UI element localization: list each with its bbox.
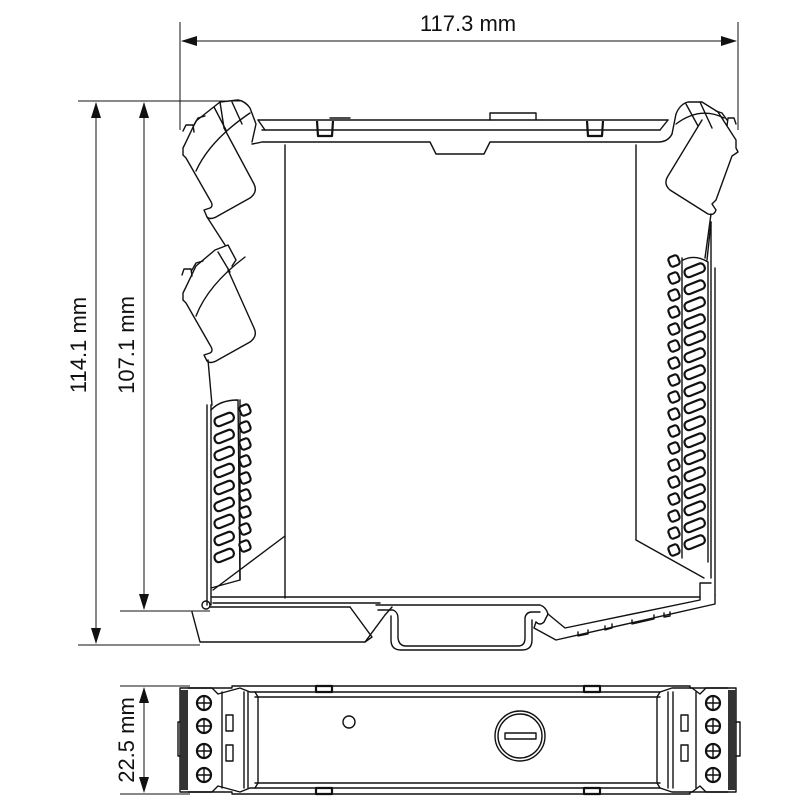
body-height-label: 107.1 mm: [114, 296, 139, 394]
total-height-dimension: 114.1 mm: [66, 100, 240, 646]
left-grille-slots-outer: [238, 403, 252, 553]
arrow-down-icon: [139, 777, 149, 793]
screw-icon: [195, 694, 213, 712]
left-indicator-window-2: [225, 744, 234, 762]
left-terminal-block: [177, 687, 256, 793]
top-view: [177, 684, 741, 796]
led-indicator-icon: [342, 715, 356, 729]
width-dimension: 117.3 mm: [179, 11, 739, 130]
right-indicator-window-2: [680, 744, 689, 762]
right-terminal-block: [659, 687, 741, 793]
left-lower-plug-terminal: [181, 244, 257, 364]
screw-icon: [704, 742, 722, 760]
right-indicator-window-1: [680, 714, 689, 732]
arrow-right-icon: [721, 36, 737, 46]
body-height-dimension: 107.1 mm: [114, 102, 210, 612]
arrow-down-icon: [139, 594, 149, 610]
screw-icon: [195, 717, 213, 735]
right-grille-slots-outer: [667, 254, 681, 557]
depth-dimension: 22.5 mm: [114, 685, 190, 795]
screw-icon: [704, 766, 722, 784]
screw-icon: [195, 766, 213, 784]
screw-icon: [195, 742, 213, 760]
side-view: [181, 99, 739, 651]
right-vent-grille: [667, 254, 709, 563]
screw-icon: [704, 717, 722, 735]
left-indicator-window-1: [225, 714, 234, 732]
arrow-up-icon: [91, 102, 101, 118]
arrow-up-icon: [139, 687, 149, 703]
arrow-down-icon: [91, 628, 101, 644]
right-grille-slots-inner: [683, 262, 706, 551]
left-vent-grille: [210, 399, 252, 589]
din-rail-clip: [191, 582, 716, 651]
width-label: 117.3 mm: [420, 11, 516, 36]
left-grille-slots-inner: [213, 411, 236, 564]
screw-icon: [704, 694, 722, 712]
arrow-left-icon: [181, 36, 197, 46]
arrow-up-icon: [139, 102, 149, 118]
depth-label: 22.5 mm: [114, 697, 139, 783]
rotary-switch-icon: [494, 710, 546, 762]
left-upper-plug-terminal: [182, 99, 257, 220]
right-plug-terminal: [665, 101, 739, 259]
total-height-label: 114.1 mm: [66, 297, 91, 393]
